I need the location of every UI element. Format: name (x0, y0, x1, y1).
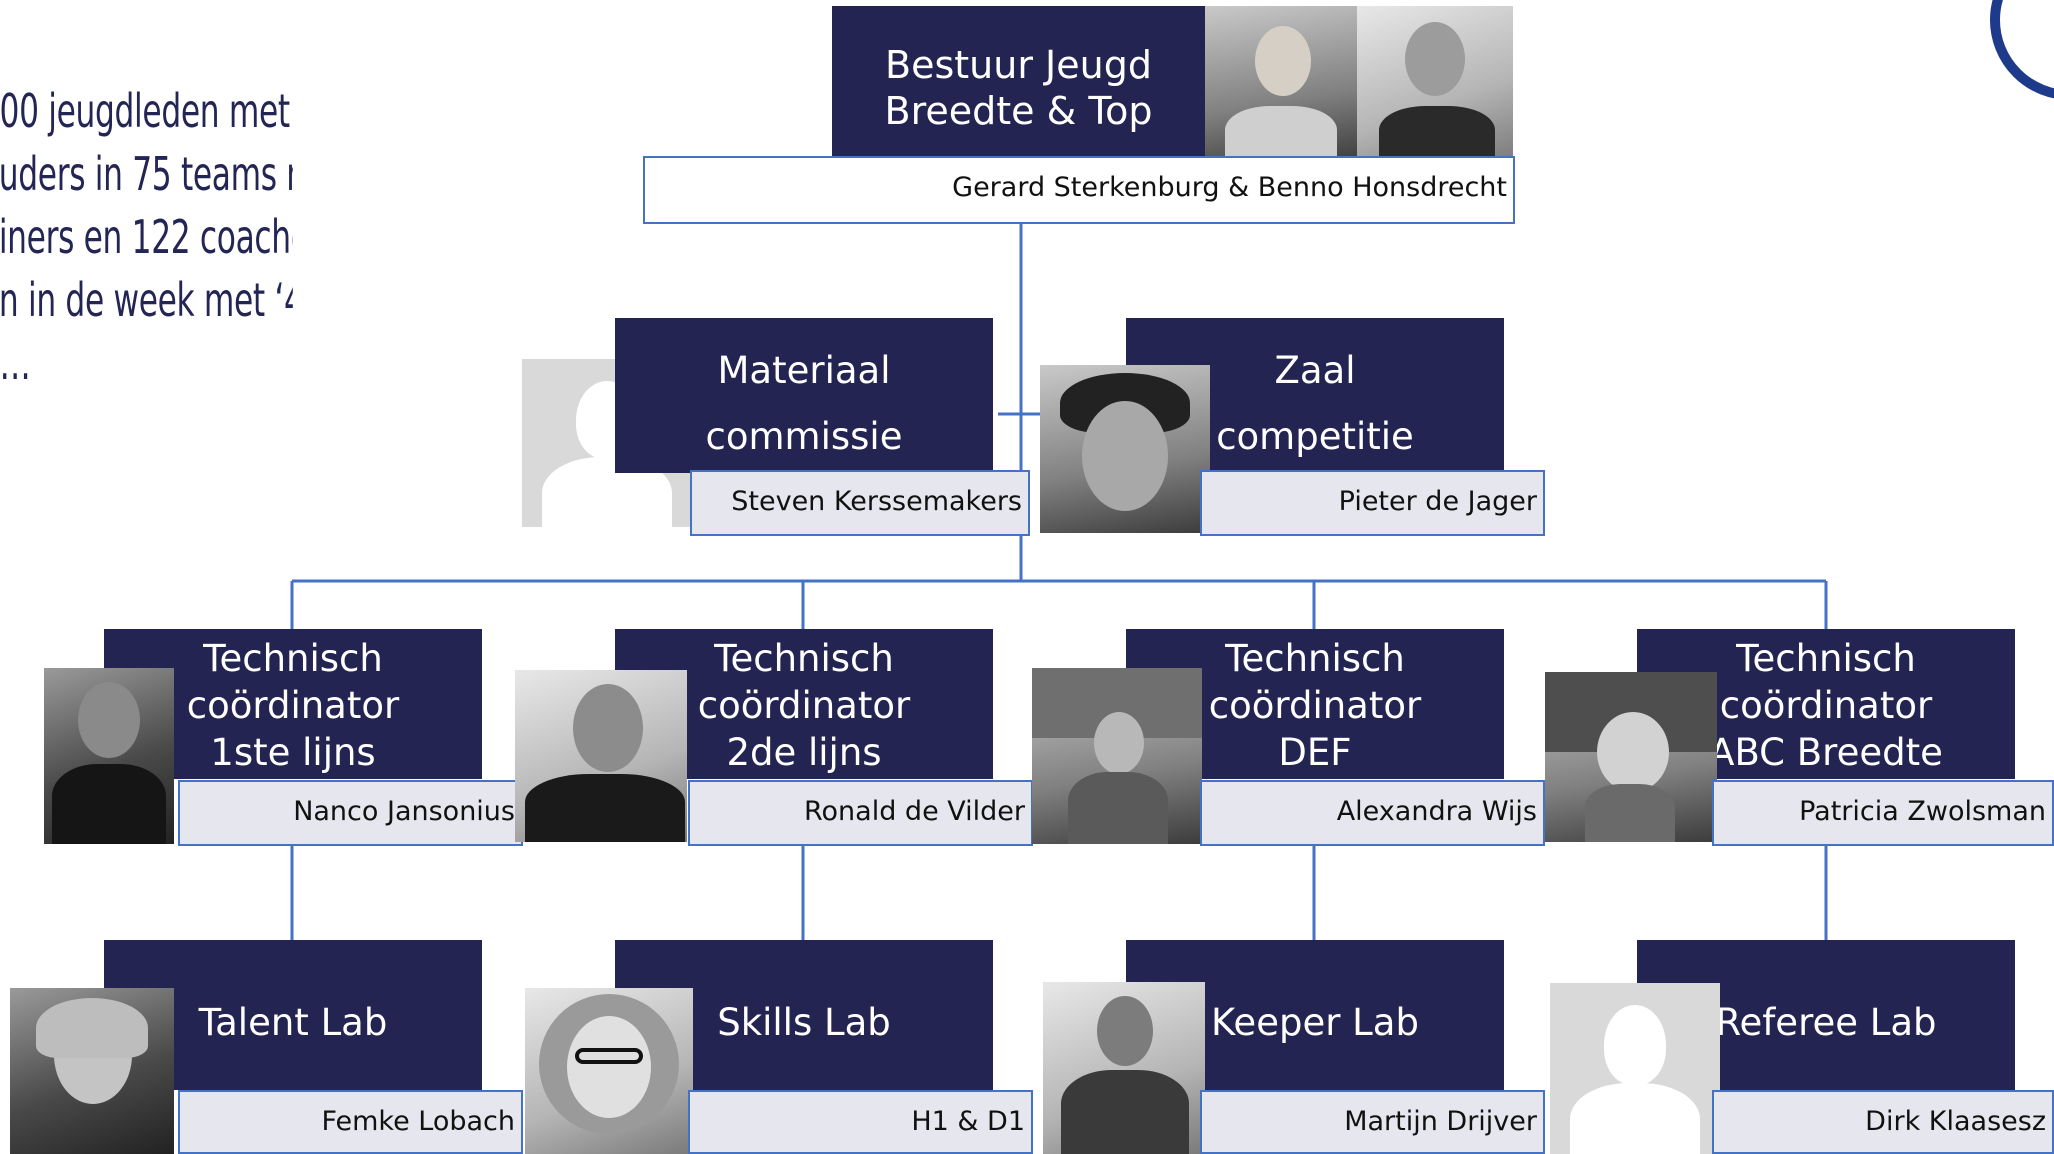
lab-box-3: Keeper Lab (1126, 940, 1504, 1090)
coord3-line2: coördinator (1208, 684, 1422, 727)
bestuur-title-line2: Breedte & Top (884, 89, 1153, 133)
bestuur-box: Bestuur Jeugd Breedte & Top (832, 6, 1205, 156)
coord1-line1: Technisch (203, 637, 383, 680)
coord2-line1: Technisch (714, 637, 894, 680)
coordinator-name-1: Nanco Jansonius (178, 780, 523, 846)
lab1-title: Talent Lab (198, 1001, 388, 1044)
coordinator-photo-2 (515, 670, 687, 842)
intro-line: ouders in 75 teams met (0, 147, 293, 201)
materiaal-line2: commissie (705, 415, 903, 458)
materiaal-line1: Materiaal (717, 349, 891, 392)
bestuur-names: Gerard Sterkenburg & Benno Honsdrecht (643, 156, 1515, 224)
materiaal-name: Steven Kerssemakers (690, 470, 1030, 536)
lab2-title: Skills Lab (717, 1001, 891, 1044)
coordinator-photo-4 (1545, 672, 1717, 842)
coordinator-name-3: Alexandra Wijs (1200, 780, 1545, 846)
coordinator-name-2: Ronald de Vilder (688, 780, 1033, 846)
lab-photo-2 (525, 988, 693, 1154)
coord4-line1: Technisch (1736, 637, 1916, 680)
bestuur-photo-1 (1205, 6, 1357, 162)
materiaal-box: Materiaal commissie (615, 318, 993, 473)
lab3-title: Keeper Lab (1211, 1001, 1419, 1044)
coord3-line1: Technisch (1225, 637, 1405, 680)
zaal-name: Pieter de Jager (1200, 470, 1545, 536)
zaal-photo (1040, 365, 1210, 533)
coord1-line2: coördinator (186, 684, 400, 727)
coordinator-name-4: Patricia Zwolsman (1712, 780, 2054, 846)
coord4-line2: coördinator (1719, 684, 1933, 727)
lab-name-4: Dirk Klaasesz (1712, 1090, 2054, 1154)
coordinator-photo-1 (44, 668, 174, 844)
lab-name-1: Femke Lobach (178, 1090, 523, 1154)
intro-line: 900 jeugdleden met (0, 84, 290, 138)
coord1-line3: 1ste lijns (210, 731, 376, 774)
lab4-title: Referee Lab (1715, 1001, 1937, 1044)
bestuur-photo-2 (1357, 6, 1513, 162)
intro-line: n… (0, 336, 31, 390)
lab-name-2: H1 & D1 (688, 1090, 1033, 1154)
coord2-line2: coördinator (697, 684, 911, 727)
zaal-line2: competitie (1216, 415, 1414, 458)
coordinator-photo-3 (1032, 668, 1202, 844)
lab-photo-4-placeholder (1550, 983, 1720, 1154)
intro-line: en in de week met ‘4’ (0, 273, 293, 327)
coord3-line3: DEF (1278, 731, 1352, 774)
coord4-line3: ABC Breedte (1709, 731, 1943, 774)
zaal-line1: Zaal (1274, 349, 1356, 392)
lab-photo-1 (10, 988, 174, 1154)
lab-name-3: Martijn Drijver (1200, 1090, 1545, 1154)
intro-line: ainers en 122 coaches in (0, 210, 293, 264)
coord2-line3: 2de lijns (726, 731, 882, 774)
intro-text: 900 jeugdleden met ouders in 75 teams me… (0, 80, 293, 395)
bestuur-title-line1: Bestuur Jeugd (885, 43, 1152, 87)
lab-photo-3 (1043, 982, 1205, 1154)
